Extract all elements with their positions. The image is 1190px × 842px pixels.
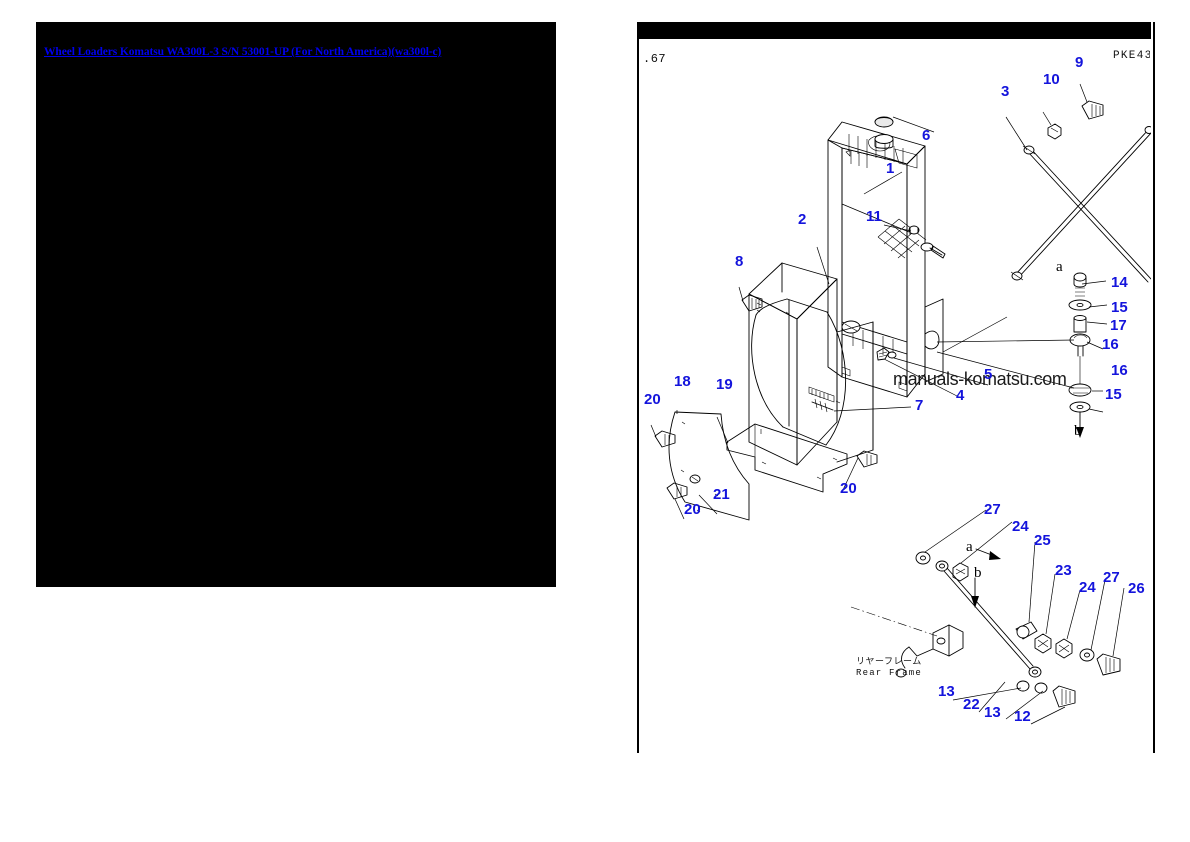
reference-letter: b [974, 565, 982, 581]
callout-number: 15 [1111, 299, 1128, 316]
callout-number: 8 [735, 253, 744, 270]
callout-number: 9 [1075, 54, 1084, 71]
callout-number: 19 [716, 376, 733, 393]
callout-number: 14 [1111, 274, 1128, 291]
callout-number: 1 [886, 160, 895, 177]
bolt-8 [738, 286, 763, 312]
callout-number: 13 [984, 704, 1001, 721]
callout-number: 27 [984, 501, 1001, 518]
nut-10 [1042, 111, 1062, 140]
parts-diagram-illustration [650, 83, 1151, 725]
callout-number: 16 [1102, 336, 1119, 353]
page-number: .67 [643, 52, 667, 66]
callout-number: 27 [1103, 569, 1120, 586]
callout-number: 12 [1014, 708, 1031, 725]
page-header-bar [637, 22, 1151, 39]
bolt-20-upper-left [650, 424, 676, 448]
bolt-4 [876, 347, 960, 398]
bolt-9 [1079, 83, 1104, 120]
callout-number: 10 [1043, 71, 1060, 88]
callout-number: 5 [984, 366, 993, 383]
callout-number: 4 [956, 387, 965, 404]
callout-number: 11 [866, 208, 882, 225]
document-preview-panel: Wheel Loaders Komatsu WA300L-3 S/N 53001… [36, 22, 556, 587]
reference-letter: a [1056, 259, 1063, 275]
reference-letter: b [1074, 423, 1082, 439]
rear-frame-label-japanese: リヤーフレーム [856, 657, 922, 667]
callout-number: 20 [684, 501, 701, 518]
callout-number: 7 [915, 397, 924, 414]
radiator-assembly [827, 116, 946, 398]
bolt-20-right [841, 450, 878, 493]
callout-number: 2 [798, 211, 807, 228]
hardware-stack [1068, 272, 1108, 438]
document-title-link[interactable]: Wheel Loaders Komatsu WA300L-3 S/N 53001… [44, 46, 442, 58]
parts-diagram-page [637, 22, 1155, 753]
rod-linkage-assembly [850, 509, 1125, 725]
bracket-19 [716, 416, 848, 493]
rear-frame-label-english: Rear Frame [856, 668, 923, 678]
bolt-11 [883, 224, 920, 235]
reference-letter: a [966, 539, 973, 555]
rear-frame-label: リヤーフレーム Rear Frame [856, 657, 922, 679]
bolt-20-lower-left [666, 482, 688, 520]
watermark-text: manuals-komatsu.com [893, 369, 1067, 389]
callout-number: 25 [1034, 532, 1051, 549]
callout-number: 16 [1111, 362, 1128, 379]
tie-rods [1005, 116, 1151, 283]
callout-number: 13 [938, 683, 955, 700]
callout-number: 23 [1055, 562, 1072, 579]
callout-number: 18 [674, 373, 691, 390]
callout-number: 3 [1001, 83, 1010, 100]
callout-number: 15 [1105, 386, 1122, 403]
callout-number: 21 [713, 486, 730, 503]
callout-number: 17 [1110, 317, 1127, 334]
fan-shroud-assembly [748, 246, 874, 466]
callout-number: 20 [840, 480, 857, 497]
callout-number: 22 [963, 696, 980, 713]
callout-number: 24 [1079, 579, 1096, 596]
callout-number: 24 [1012, 518, 1029, 535]
baffle-18 [668, 410, 750, 521]
drawing-code: PKE43 [1113, 50, 1150, 62]
callout-number: 26 [1128, 580, 1145, 597]
callout-number: 6 [922, 127, 931, 144]
callout-number: 20 [644, 391, 661, 408]
